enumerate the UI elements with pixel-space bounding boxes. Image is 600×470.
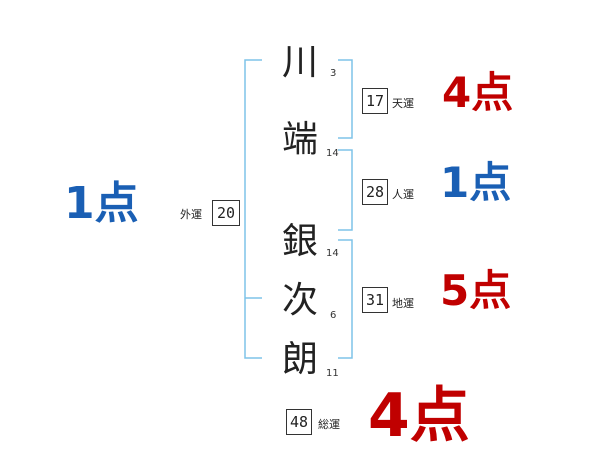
name-char-4: 次 — [282, 280, 319, 321]
name-char-5: 朗 — [282, 339, 319, 380]
jinkaku-label: 人運 — [392, 188, 414, 201]
gaikaku-bracket — [244, 59, 262, 359]
stroke-count-1: 3 — [330, 68, 337, 79]
gaikaku-score: 1点 — [64, 178, 139, 229]
tenkaku-bracket — [338, 59, 353, 139]
chikaku-bracket — [338, 239, 353, 359]
chikaku-score: 5点 — [440, 266, 512, 315]
stroke-count-2: 14 — [326, 148, 339, 159]
tenkaku-value: 17 — [362, 88, 388, 114]
gaikaku-value: 20 — [212, 200, 240, 226]
name-char-1: 川 — [282, 42, 319, 83]
gaikaku-label: 外運 — [180, 208, 202, 221]
name-char-2: 端 — [282, 119, 319, 160]
chikaku-value: 31 — [362, 287, 388, 313]
stroke-count-3: 14 — [326, 248, 339, 259]
chikaku-label: 地運 — [392, 297, 414, 310]
soukaku-label: 総運 — [318, 418, 340, 431]
jinkaku-value: 28 — [362, 179, 388, 205]
soukaku-score: 4点 — [368, 381, 470, 451]
soukaku-value: 48 — [286, 409, 312, 435]
jinkaku-bracket — [338, 149, 353, 231]
stroke-count-4: 6 — [330, 310, 337, 321]
tenkaku-score: 4点 — [442, 68, 514, 117]
jinkaku-score: 1点 — [440, 158, 512, 207]
stroke-count-5: 11 — [326, 368, 339, 379]
name-char-3: 銀 — [282, 221, 319, 262]
tenkaku-label: 天運 — [392, 97, 414, 110]
